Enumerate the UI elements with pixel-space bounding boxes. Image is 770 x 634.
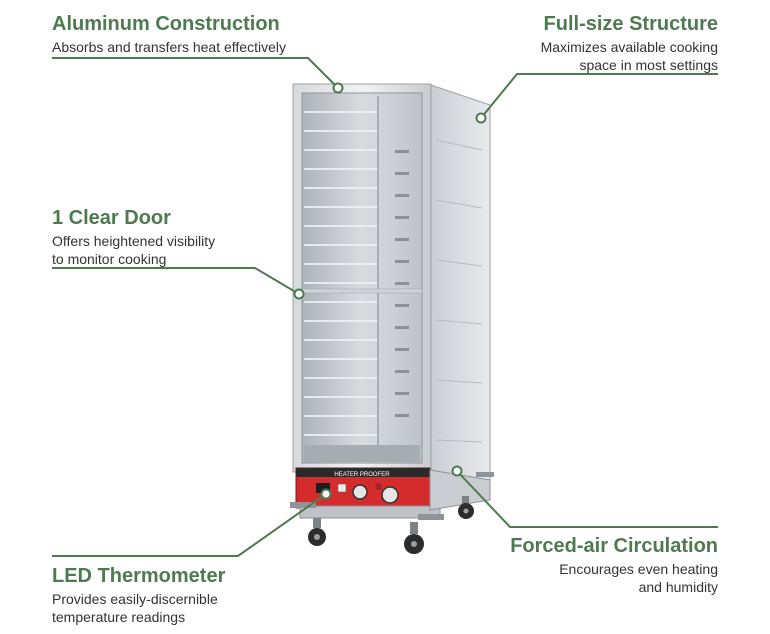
feature-fullsize-title: Full-size Structure: [543, 13, 718, 35]
feature-airflow-title: Forced-air Circulation: [510, 535, 718, 557]
desc-line: Encourages even heating: [559, 561, 718, 577]
callout-dot-aluminum: [332, 82, 344, 94]
desc-line: space in most settings: [579, 57, 718, 73]
clear-door: [292, 83, 432, 473]
panel-label: HEATER PROOFER: [334, 472, 390, 478]
feature-led: LED Thermometer Provides easily-discerni…: [52, 564, 225, 626]
callout-line-door: [52, 267, 300, 295]
led-display: [316, 483, 330, 493]
temperature-dial: [352, 484, 368, 500]
callout-dot-airflow: [451, 465, 463, 477]
desc-line: to monitor cooking: [52, 251, 167, 267]
feature-aluminum-desc: Absorbs and transfers heat effectively: [52, 38, 286, 56]
callout-line-airflow: [456, 470, 718, 528]
feature-airflow: Forced-air Circulation Encourages even h…: [510, 534, 718, 596]
feature-airflow-desc: Encourages even heating and humidity: [510, 560, 718, 596]
callout-lines: [52, 57, 718, 557]
desc-line: temperature readings: [52, 609, 186, 625]
cabinet-side-panel: [427, 83, 491, 481]
callout-dot-fullsize: [475, 112, 487, 124]
feature-door-title: 1 Clear Door: [52, 207, 171, 229]
callout-line-led: [52, 493, 327, 557]
desc-line: Absorbs and transfers heat effectively: [52, 39, 286, 55]
callout-line-fullsize: [480, 73, 718, 119]
desc-line: and humidity: [638, 579, 718, 595]
feature-led-title: LED Thermometer: [52, 565, 226, 587]
feature-led-desc: Provides easily-discernible temperature …: [52, 590, 225, 626]
callout-dot-led: [320, 488, 332, 500]
callout-line-aluminum: [52, 57, 339, 89]
feature-fullsize: Full-size Structure Maximizes available …: [541, 12, 718, 74]
callout-dot-door: [293, 288, 305, 300]
feature-fullsize-desc: Maximizes available cooking space in mos…: [541, 38, 718, 74]
humidity-dial: [381, 486, 399, 504]
feature-door: 1 Clear Door Offers heightened visibilit…: [52, 206, 215, 268]
control-panel: [295, 467, 431, 509]
feature-aluminum: Aluminum Construction Absorbs and transf…: [52, 12, 286, 56]
feature-door-desc: Offers heightened visibility to monitor …: [52, 232, 215, 268]
desc-line: Maximizes available cooking: [540, 39, 718, 55]
power-switch: [337, 483, 347, 493]
feature-aluminum-title: Aluminum Construction: [52, 13, 280, 35]
desc-line: Offers heightened visibility: [52, 233, 216, 249]
casters: [308, 496, 474, 554]
desc-line: Provides easily-discernible: [52, 591, 218, 607]
